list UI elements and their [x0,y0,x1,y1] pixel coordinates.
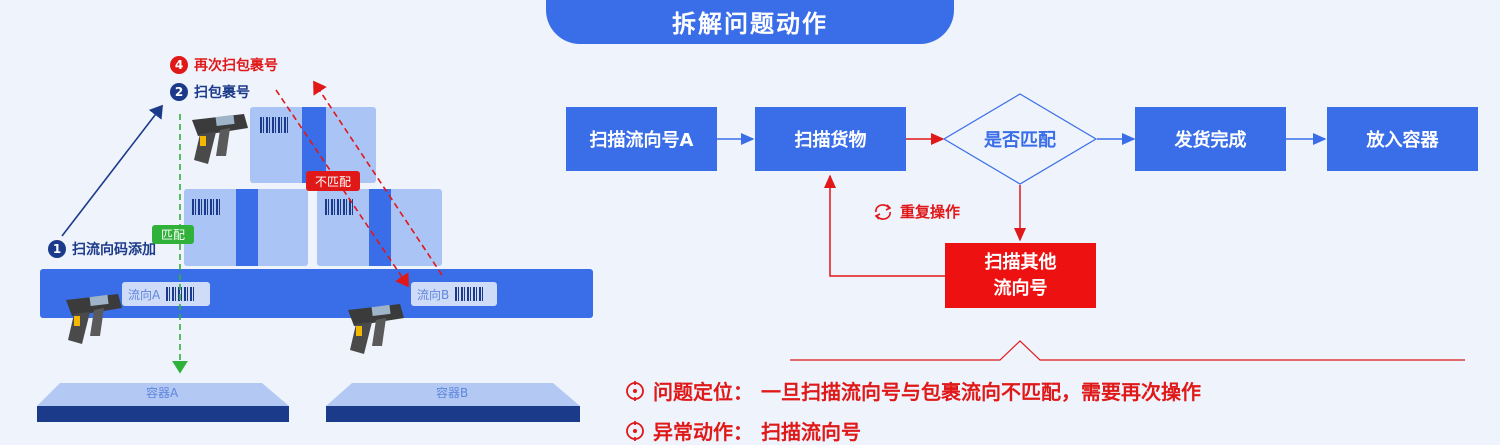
anomaly-action-line: 异常动作： 扫描流向号 [625,416,861,445]
step-2-label: 2 扫包裹号 [170,82,250,102]
parcel-bottom-right [317,189,442,266]
scan-other-line2: 流向号 [993,277,1048,299]
illustration-layer [37,383,580,422]
scanner-icon [348,304,404,354]
parcel-top [250,107,376,183]
repeat-operation-label: 重复操作 [872,201,960,222]
parcel-bottom-left [184,189,308,266]
flow-tag-b: 流向B [411,282,497,306]
step-4-label: 4 再次扫包裹号 [170,55,278,75]
arrow-scan-flow-code [61,104,163,237]
page-title: 拆解问题动作 [546,0,954,44]
container-b-base [326,406,580,422]
target-icon [626,420,644,441]
callout-line [790,340,1465,361]
anomaly-action-label: 异常动作： [653,420,753,444]
flow-tag-a-label: 流向A [128,287,161,302]
step-4-text: 再次扫包裹号 [194,58,278,74]
scan-other-line1: 扫描其他 [984,251,1057,273]
step-4-number: 4 [170,56,188,74]
container-b-label: 容器B [436,386,469,400]
step-1-number: 1 [48,240,66,258]
container-b-shape [326,383,580,406]
container-a-label: 容器A [146,386,179,400]
problem-location-text: 一旦扫描流向号与包裹流向不匹配，需要再次操作 [761,380,1201,404]
step-2-number: 2 [170,83,188,101]
arrows-layer [61,80,443,374]
mismatch-tag: 不匹配 [306,171,360,191]
step-1-label: 1 扫流向码添加 [48,239,156,259]
step-2-text: 扫包裹号 [194,85,250,101]
container-a-base [37,406,289,422]
connector-repeat-loop [824,174,945,277]
problem-location-line: 问题定位： 一旦扫描流向号与包裹流向不匹配，需要再次操作 [625,376,1201,405]
problem-location-label: 问题定位： [653,380,753,404]
container-a-shape [37,383,289,406]
target-icon [626,380,644,401]
ship-done-box: 发货完成 [1135,107,1286,171]
match-tag: 匹配 [152,225,194,244]
repeat-operation-text: 重复操作 [900,203,961,221]
put-container-box: 放入容器 [1327,107,1478,171]
decision-diamond [942,93,1098,185]
scanner-icon [66,294,122,344]
scan-goods-box: 扫描货物 [755,107,906,171]
repeat-icon [874,203,892,220]
scan-flow-number-box: 扫描流向号A [566,107,717,171]
step-1-text: 扫流向码添加 [72,242,156,258]
scan-other-flow-box: 扫描其他 流向号 [945,243,1096,308]
flow-tag-b-label: 流向B [417,287,450,302]
barcode-icon [455,287,486,301]
anomaly-action-text: 扫描流向号 [761,420,861,444]
scanner-icon [192,114,248,164]
flow-tag-a: 流向A [122,282,210,306]
arrow-rescan-up [313,80,443,276]
decision-label: 是否匹配 [984,130,1056,151]
barcode-icon [166,287,197,301]
